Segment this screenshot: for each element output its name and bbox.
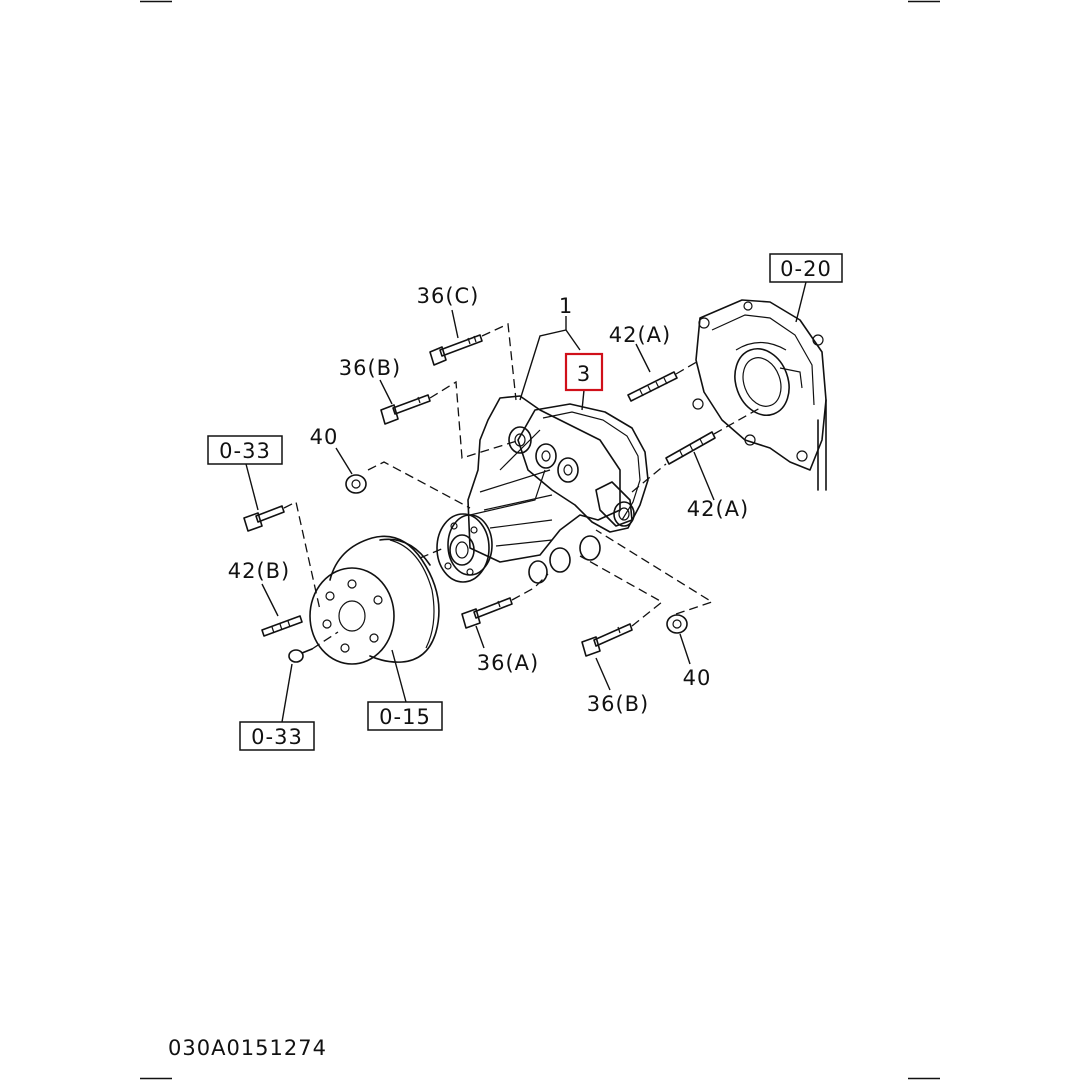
ref-box-0-33-top[interactable]: 0-33	[207, 435, 283, 465]
timing-case-housing	[692, 299, 827, 491]
callout-36b-top[interactable]: 36(B)	[339, 356, 402, 380]
ref-box-0-33-bottom-label: 0-33	[251, 725, 303, 749]
nut-40-bottom	[666, 614, 688, 634]
callout-42b[interactable]: 42(B)	[228, 559, 291, 583]
callout-42a-right[interactable]: 42(A)	[687, 497, 749, 521]
callout-36b-bottom[interactable]: 36(B)	[587, 692, 650, 716]
bolt-36a	[461, 597, 513, 629]
callout-40-bottom[interactable]: 40	[683, 666, 712, 690]
drawing-number: 030A0151274	[168, 1036, 327, 1060]
stud-42a-top	[627, 371, 678, 402]
bolt-36b-top	[380, 394, 431, 425]
stud-42a-right	[665, 431, 716, 465]
stud-42b	[261, 615, 303, 637]
ref-box-0-33-bottom[interactable]: 0-33	[239, 721, 315, 751]
callout-40-left[interactable]: 40	[310, 425, 339, 449]
leader-lines	[245, 281, 807, 723]
callout-36c[interactable]: 36(C)	[417, 284, 480, 308]
bolt-0-33-top	[243, 505, 285, 532]
bolt-36b-bottom	[581, 623, 633, 657]
callout-36a[interactable]: 36(A)	[477, 651, 539, 675]
crop-marks	[140, 0, 940, 1080]
callout-1[interactable]: 1	[559, 294, 573, 318]
ref-box-0-33-top-label: 0-33	[219, 439, 271, 463]
callout-3-highlighted[interactable]: 3	[564, 352, 604, 392]
callout-42a-top[interactable]: 42(A)	[609, 323, 671, 347]
callout-3-label: 3	[577, 362, 591, 386]
ref-box-0-15[interactable]: 0-15	[367, 701, 443, 731]
water-pump	[436, 395, 649, 584]
ref-box-0-15-label: 0-15	[379, 705, 431, 729]
ref-box-0-20-label: 0-20	[780, 257, 832, 281]
fan-pulley	[309, 535, 440, 665]
screw-0-33-bottom	[288, 648, 313, 663]
ref-box-0-20[interactable]: 0-20	[769, 253, 843, 283]
bolt-36c	[429, 334, 483, 366]
nut-40-left	[345, 474, 367, 494]
